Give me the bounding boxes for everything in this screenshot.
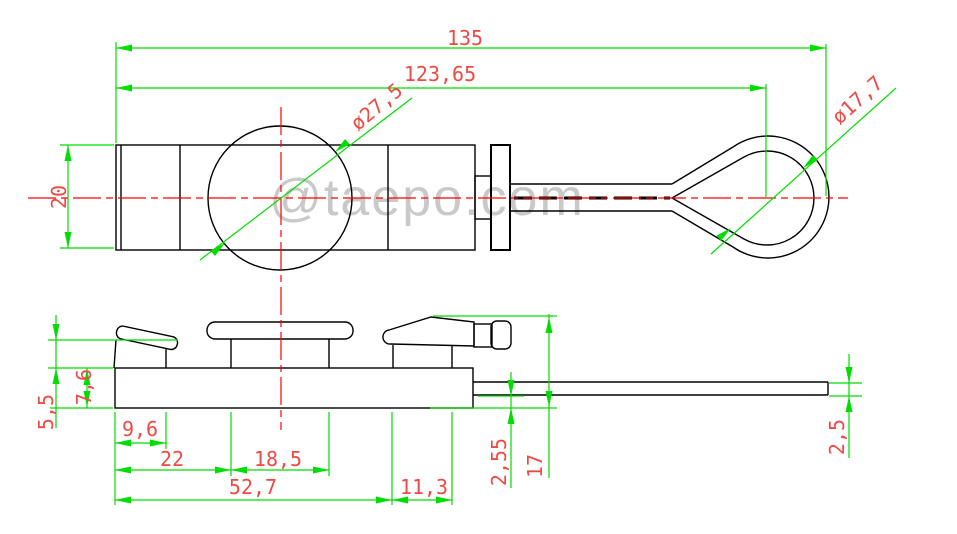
dim-label-body-width: 20 [47, 185, 71, 209]
latch-connector-outline [473, 323, 493, 348]
dim-label-cap-diameter: ø27,5 [346, 78, 408, 135]
dim-label-overall-height: 17 [523, 454, 547, 478]
dim-label-tab-spacing: 18,5 [254, 447, 302, 471]
latch-clip-outline [490, 320, 512, 350]
dim-label-first-tab-offset: 9,6 [122, 417, 158, 441]
dim-ring-center-lines [116, 84, 767, 197]
latch-lever-outline [382, 316, 475, 347]
dim-body-width-lines [60, 144, 114, 249]
dim-base-thickness-lines [50, 368, 113, 409]
left-tab-outline [115, 325, 179, 351]
dim-first-tab-offset-lines [115, 439, 166, 447]
dim-label-strap-drop: 2,55 [487, 438, 511, 486]
side-view [113, 316, 829, 409]
dim-cap-diameter-lines [199, 97, 413, 261]
dim-label-latch-offset: 11,3 [400, 475, 448, 499]
middle-tab-outline [206, 321, 354, 340]
dim-base-length-lines [115, 496, 452, 504]
dimension-labels: 135 123,65 ø27,5 ø17,7 20 5,5 7,6 9,6 22… [34, 26, 888, 499]
base-bar-outline [114, 367, 474, 409]
dim-strap-drop-lines [430, 314, 557, 488]
dim-tab-offsets-lines [115, 466, 329, 474]
dim-label-ring-diameter: ø17,7 [827, 71, 888, 129]
dim-tab-height-lines [48, 315, 178, 428]
centerlines [28, 107, 848, 430]
dimension-lines [48, 42, 897, 505]
dim-label-base-length: 52,7 [229, 475, 277, 499]
dim-extension-lines-bottom [114, 412, 453, 505]
dim-label-ring-center: 123,65 [404, 62, 476, 86]
dim-strap-thickness-lines [829, 354, 862, 458]
left-tab-front-edge [113, 339, 117, 369]
dim-label-second-tab-offset: 22 [160, 447, 184, 471]
dim-total-length-lines [115, 42, 827, 196]
dim-label-strap-thickness: 2,5 [825, 419, 849, 455]
dim-label-tab-height: 5,5 [34, 394, 58, 430]
dim-label-total-length: 135 [447, 26, 483, 50]
dim-label-base-thickness: 7,6 [72, 369, 96, 405]
dim-ring-diameter-lines [710, 87, 897, 255]
